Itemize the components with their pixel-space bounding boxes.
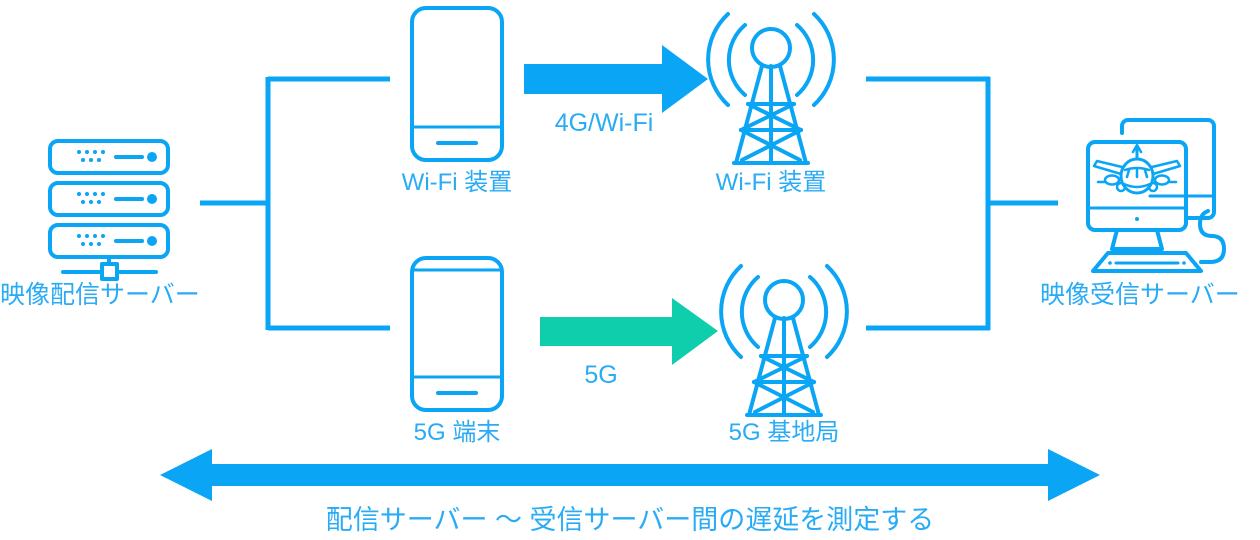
receiver-server-label: 映像受信サーバー [1040, 281, 1240, 309]
measurement-caption: 配信サーバー 〜 受信サーバー間の遅延を測定する [326, 505, 934, 535]
left-bracket-connector [200, 76, 390, 331]
wifi-smartphone-icon [410, 6, 504, 162]
measurement-arrow [160, 449, 1100, 501]
wifi-device-label: Wi-Fi 装置 [402, 169, 513, 196]
monitor-airplane-icon [1086, 118, 1226, 273]
wifi-antenna-tower-icon [706, 12, 836, 165]
right-bracket-connector [866, 76, 1058, 331]
lower-link-label: 5G [584, 361, 617, 389]
source-server-label: 映像配信サーバー [0, 281, 200, 309]
fiveg-device-label: 5G 端末 [414, 419, 501, 446]
fiveg-antenna-tower-icon [719, 264, 849, 417]
upper-link-label: 4G/Wi-Fi [555, 109, 654, 137]
server-stack-icon [48, 139, 170, 281]
fiveg-smartphone-icon [410, 256, 504, 412]
upper-link-arrow [524, 45, 708, 113]
wifi-tower-label: Wi-Fi 装置 [716, 169, 827, 196]
airplane-glyph [1092, 143, 1182, 195]
fiveg-tower-label: 5G 基地局 [729, 419, 840, 446]
lower-link-arrow [540, 298, 718, 365]
